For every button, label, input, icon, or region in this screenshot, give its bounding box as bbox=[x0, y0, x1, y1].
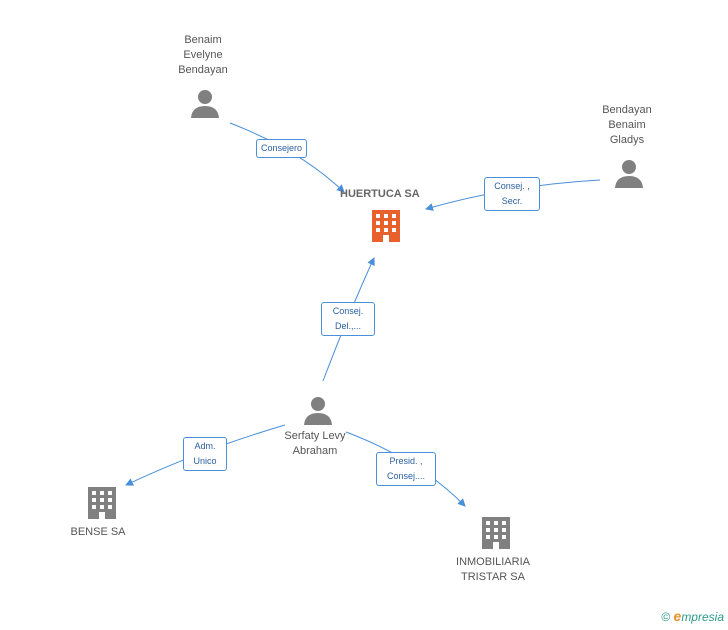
brand-name: mpresia bbox=[681, 610, 724, 624]
building-icon[interactable] bbox=[86, 485, 118, 521]
node-label-line: Benaim bbox=[184, 34, 222, 46]
edge-label-line: Adm. bbox=[194, 441, 216, 451]
edge-label-consej-secr[interactable]: Consej. , Secr. bbox=[484, 177, 540, 211]
brand-initial: e bbox=[673, 608, 682, 624]
node-label-line: Serfaty Levy bbox=[284, 430, 346, 442]
node-label-line: INMOBILIARIA bbox=[456, 556, 530, 568]
node-label-line: Evelyne bbox=[183, 49, 223, 61]
edge-label-line: Unico bbox=[193, 456, 217, 466]
person-icon[interactable] bbox=[614, 158, 644, 188]
node-label-inmobiliaria[interactable]: INMOBILIARIA TRISTAR SA bbox=[448, 555, 538, 585]
footer-brand: © empresia bbox=[661, 608, 724, 624]
building-icon[interactable] bbox=[480, 515, 512, 551]
node-label-serfaty[interactable]: Serfaty Levy Abraham bbox=[275, 429, 355, 459]
edge-label-consej-del[interactable]: Consej. Del.,... bbox=[321, 302, 375, 336]
copyright-symbol: © bbox=[661, 610, 671, 624]
edge-label-presid-consej[interactable]: Presid. , Consej.... bbox=[376, 452, 436, 486]
edge-label-line: Del.,... bbox=[334, 321, 361, 331]
edge-label-consejero[interactable]: Consejero bbox=[256, 139, 308, 158]
node-label-line: Gladys bbox=[609, 134, 645, 146]
edge-label-line: Consejero bbox=[261, 143, 303, 153]
edge-label-line: Presid. , bbox=[389, 456, 423, 466]
center-node-name[interactable]: HUERTUCA SA bbox=[340, 188, 420, 200]
node-label-bendayan-gladys[interactable]: Bendayan Benaim Gladys bbox=[587, 103, 667, 148]
person-icon[interactable] bbox=[190, 88, 220, 118]
node-label-line: Bendayan bbox=[602, 104, 652, 116]
edge-label-line: Secr. bbox=[501, 196, 523, 206]
node-label-line: BENSE SA bbox=[70, 526, 126, 538]
person-icon[interactable] bbox=[303, 395, 333, 425]
node-label-benaim-evelyne[interactable]: Benaim Evelyne Bendayan bbox=[163, 33, 243, 78]
node-label-line: TRISTAR SA bbox=[461, 571, 525, 583]
node-label-line: Benaim bbox=[608, 119, 646, 131]
node-label-line: Abraham bbox=[292, 445, 338, 457]
edge-label-line: Consej. , bbox=[494, 181, 530, 191]
node-label-bense[interactable]: BENSE SA bbox=[58, 525, 138, 540]
edge-label-adm-unico[interactable]: Adm. Unico bbox=[183, 437, 227, 471]
edge-label-line: Consej. bbox=[332, 306, 364, 316]
edge-label-line: Consej.... bbox=[386, 471, 426, 481]
building-icon[interactable] bbox=[370, 208, 402, 244]
node-label-line: Bendayan bbox=[178, 64, 228, 76]
